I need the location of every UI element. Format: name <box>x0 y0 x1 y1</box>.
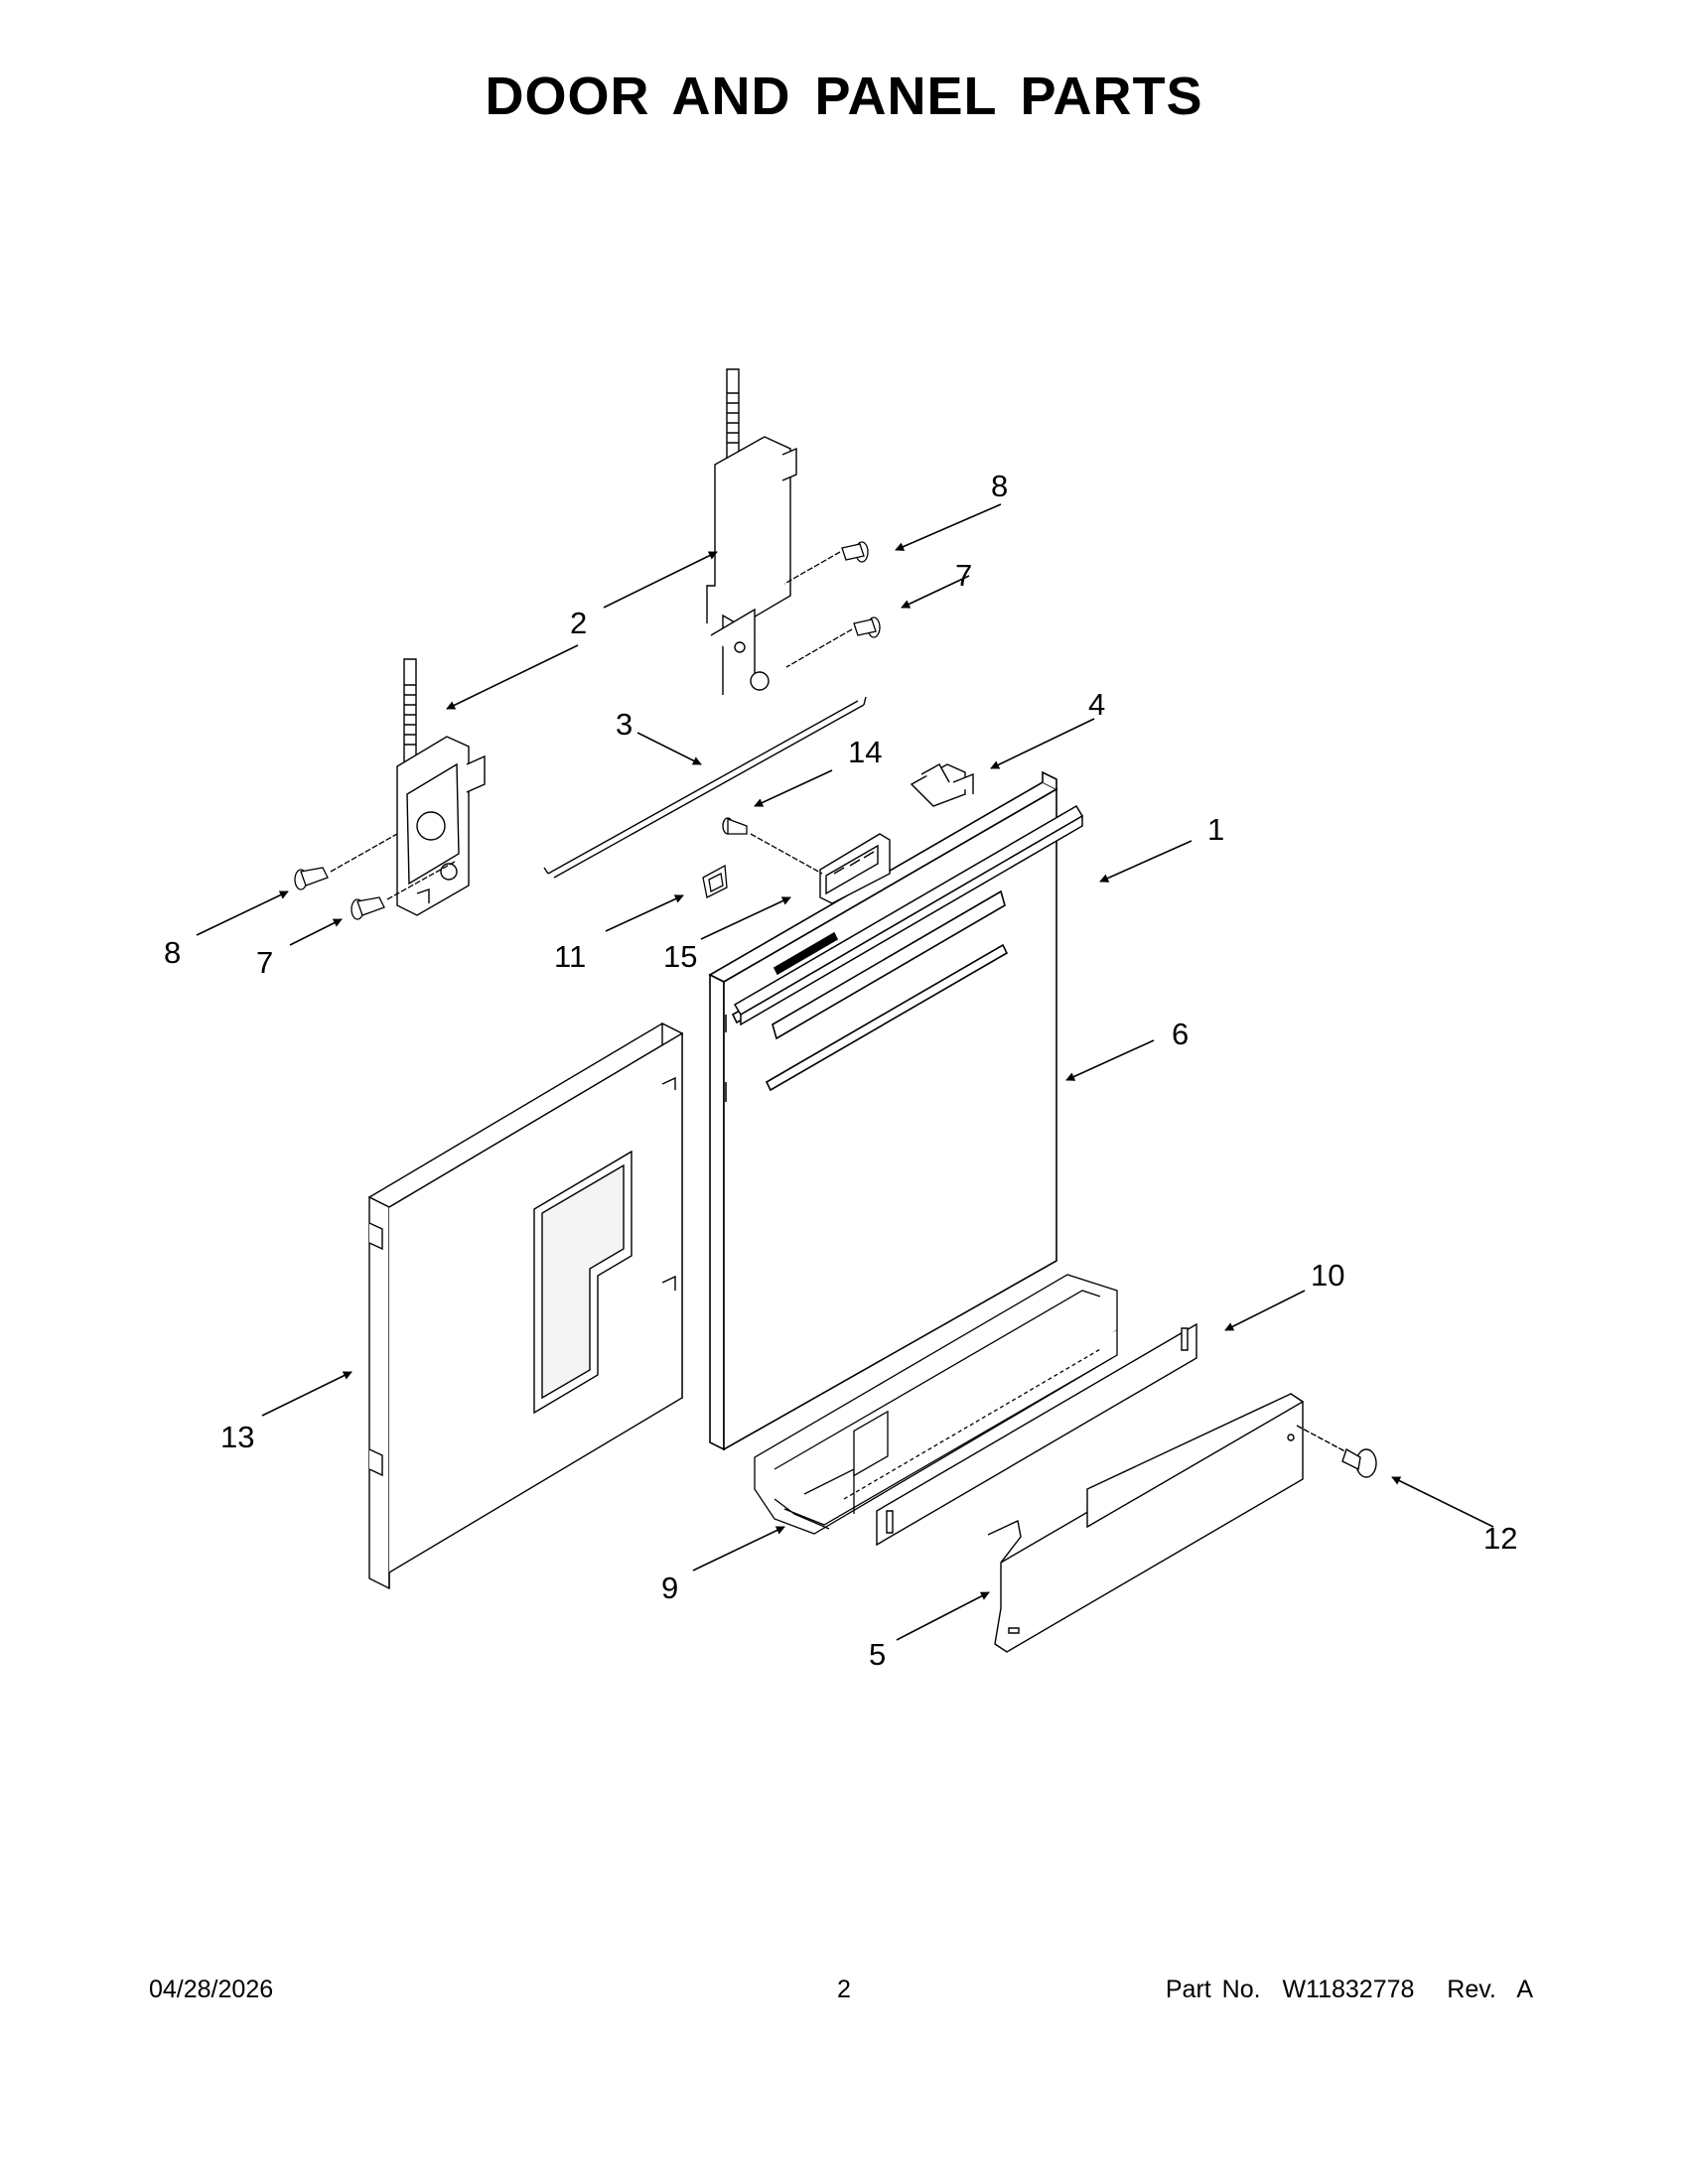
footer-part-number: Part No. W11832778 Rev. A <box>1165 1976 1533 2003</box>
arrow-14 <box>754 769 833 807</box>
part-15-latch-housing[interactable] <box>820 834 890 903</box>
callout-8b: 8 <box>164 935 181 970</box>
part-4-latch[interactable] <box>912 764 973 806</box>
callout-13: 13 <box>220 1420 254 1454</box>
callout-2: 2 <box>570 606 587 640</box>
arrow-11 <box>605 894 684 932</box>
footer-page-number: 2 <box>837 1976 851 2003</box>
arrow-9 <box>692 1526 785 1571</box>
callout-1: 1 <box>1207 812 1224 847</box>
callout-9: 9 <box>661 1570 678 1605</box>
callout-4: 4 <box>1088 687 1105 722</box>
part-2-hinge-left[interactable] <box>397 659 485 915</box>
arrow-7b <box>289 918 343 946</box>
part-9-bottom-trim[interactable] <box>755 1275 1117 1534</box>
leader-arrows <box>196 503 1494 1641</box>
callout-6: 6 <box>1172 1017 1189 1051</box>
arrow-8a <box>895 503 1002 551</box>
arrow-5 <box>896 1591 990 1641</box>
part-2-hinge-right[interactable] <box>707 369 796 695</box>
part-8-screw-right[interactable] <box>784 542 868 584</box>
arrow-1 <box>1099 840 1193 883</box>
callout-8a: 8 <box>991 469 1008 503</box>
page-title: DOOR AND PANEL PARTS <box>485 67 1203 126</box>
part-14-screw[interactable] <box>723 818 822 874</box>
callout-3: 3 <box>616 707 633 742</box>
arrow-8b <box>196 890 289 936</box>
arrow-7a <box>901 575 970 609</box>
arrow-2b <box>603 551 718 609</box>
arrow-13 <box>261 1371 352 1417</box>
arrow-2a <box>446 644 579 710</box>
arrow-12 <box>1391 1476 1494 1528</box>
arrow-10 <box>1224 1290 1306 1331</box>
callout-labels: 1 2 3 4 5 6 7 7 8 8 9 10 11 12 13 14 15 <box>164 469 1517 1672</box>
part-13-insulation-panel[interactable] <box>369 1024 682 1588</box>
callout-15: 15 <box>663 939 697 974</box>
part-10-bracket-strip[interactable] <box>877 1324 1196 1545</box>
arrow-15 <box>700 896 791 940</box>
callout-11: 11 <box>554 939 586 974</box>
callout-14: 14 <box>848 735 882 769</box>
part-11-clip[interactable] <box>703 866 727 897</box>
part-1-handle[interactable] <box>735 806 1082 1024</box>
part-7-screw-right[interactable] <box>786 617 880 667</box>
callout-7b: 7 <box>256 945 273 980</box>
part-7-screw-left[interactable] <box>352 862 455 919</box>
part-3-rod[interactable] <box>544 697 866 878</box>
arrow-3 <box>636 732 702 765</box>
callout-7a: 7 <box>955 558 972 593</box>
callout-5: 5 <box>869 1637 886 1672</box>
arrow-6 <box>1065 1039 1155 1081</box>
callout-12: 12 <box>1483 1521 1517 1556</box>
arrow-4 <box>990 718 1095 769</box>
callout-10: 10 <box>1311 1258 1344 1293</box>
part-5-kick-plate[interactable] <box>988 1394 1303 1652</box>
footer-date: 04/28/2026 <box>149 1976 274 2003</box>
part-12-screw[interactable] <box>1297 1426 1376 1477</box>
part-8-screw-left[interactable] <box>295 834 397 889</box>
